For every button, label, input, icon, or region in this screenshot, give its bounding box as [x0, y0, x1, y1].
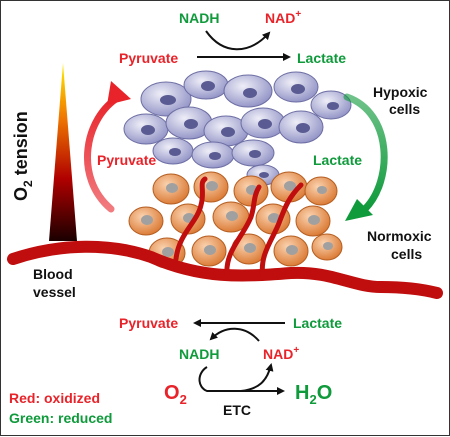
top-cofactor-arrow [205, 30, 271, 51]
bottom-cofactor-arrow [209, 327, 260, 342]
o2-label: O2 [164, 382, 187, 407]
top-nadh-label: NADH [179, 10, 219, 26]
hypoxic-cell [240, 107, 286, 139]
capillary [173, 176, 208, 262]
red-cycle-arrow [84, 93, 123, 213]
blood-vessel-label-line2: vessel [33, 284, 76, 300]
normoxic-cell [128, 206, 164, 236]
top-pyruvate-label: Pyruvate [119, 50, 178, 66]
hypoxic-cell [152, 137, 194, 165]
hypoxic-cell [123, 113, 169, 145]
hypoxic-cell [223, 74, 273, 108]
normoxic-cell [233, 175, 269, 207]
etc-arrow [198, 366, 285, 395]
legend-red: Red: oxidized [9, 390, 100, 406]
etc-cofactor-arrow [240, 363, 274, 392]
blood-vessel-label-line1: Blood [33, 266, 73, 282]
normoxic-label-line2: cells [391, 246, 422, 262]
cycle-lactate-label: Lactate [313, 152, 362, 168]
capillary [224, 184, 262, 278]
normoxic-label-line1: Normoxic [367, 228, 432, 244]
normoxic-cell [311, 233, 343, 261]
normoxic-cell [193, 171, 229, 203]
hypoxic-cell [278, 110, 324, 144]
hypoxic-cell [191, 141, 235, 169]
cycle-pyruvate-label: Pyruvate [97, 152, 156, 168]
hypoxic-cell [183, 70, 229, 100]
bottom-nadh-label: NADH [179, 346, 219, 362]
green-cycle-arrow [343, 93, 388, 213]
hypoxic-cell-cluster [123, 70, 352, 186]
hypoxic-label-line2: cells [389, 101, 420, 117]
normoxic-cell-cluster [128, 171, 343, 269]
hypoxic-cell [140, 81, 192, 117]
hypoxic-cell [310, 90, 352, 120]
normoxic-cell [191, 235, 227, 267]
svg-text:O2 tension: O2 tension [11, 111, 35, 201]
o2-gradient-triangle [49, 63, 77, 241]
red-arrow-head [107, 81, 131, 105]
normoxic-cell [152, 173, 190, 205]
normoxic-cell [304, 176, 338, 206]
etc-label: ETC [223, 402, 251, 418]
top-lactate-label: Lactate [297, 50, 346, 66]
legend-green: Green: reduced [9, 410, 112, 426]
hypoxic-cell [231, 139, 275, 167]
green-arrow-head [345, 199, 373, 221]
hypoxic-cell [273, 71, 319, 103]
h2o-label: H2O [295, 382, 332, 407]
o2-tension-label: O2 tension [11, 111, 35, 201]
normoxic-cell [270, 171, 308, 203]
bottom-lactate-label: Lactate [293, 315, 342, 331]
hypoxic-cell [165, 106, 213, 140]
hypoxic-label-line1: Hypoxic [373, 84, 428, 100]
normoxic-cell [273, 235, 309, 267]
capillary [259, 182, 304, 280]
top-nad-label: NAD+ [265, 9, 301, 26]
normoxic-cell [295, 205, 331, 237]
bottom-pyruvate-label: Pyruvate [119, 315, 178, 331]
bottom-nad-label: NAD+ [263, 345, 299, 362]
